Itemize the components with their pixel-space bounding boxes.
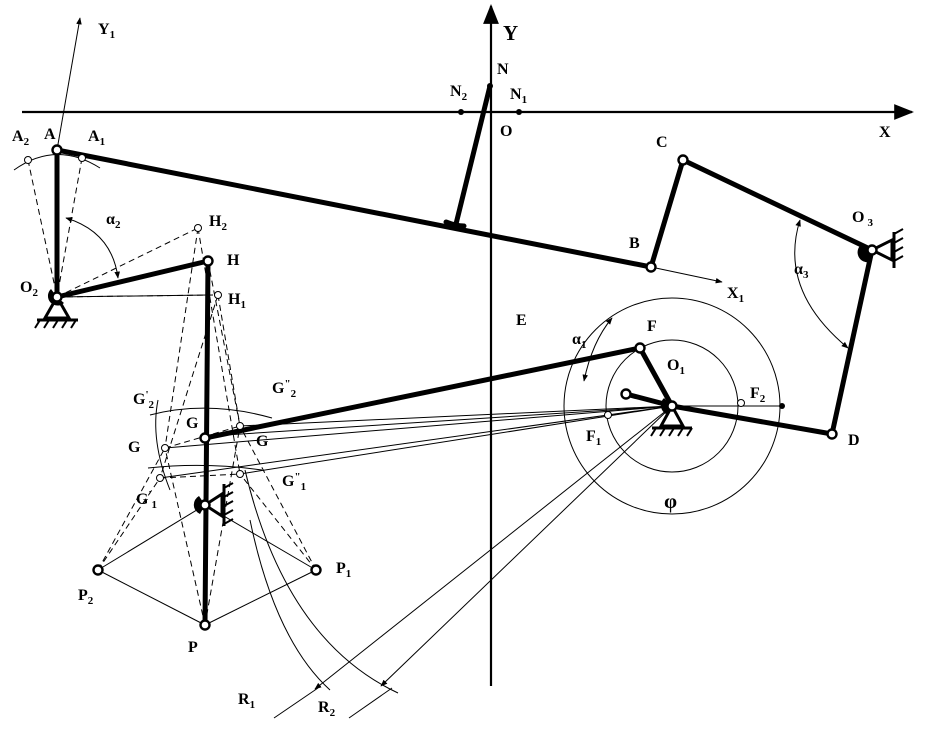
alpha1-arc <box>582 317 613 382</box>
label-g2-prime: G'2 <box>133 389 155 411</box>
label-h1: H1 <box>228 291 246 311</box>
link-c-o3 <box>680 157 875 253</box>
label-r2: R2 <box>318 699 336 719</box>
label-n1: N1 <box>510 86 527 106</box>
joint-b <box>645 261 657 273</box>
link-g-f <box>202 345 643 441</box>
joint-f <box>634 342 646 354</box>
alpha3-arc <box>794 219 849 349</box>
label-d: D <box>848 432 860 449</box>
radius-r1 <box>314 405 673 690</box>
joint-crank-end <box>620 388 632 400</box>
joint-o3 <box>866 244 878 256</box>
alpha2-arc <box>65 217 120 279</box>
label-a2: A2 <box>12 128 30 148</box>
dashed-lines <box>27 157 317 626</box>
label-b: B <box>629 235 640 252</box>
joint-g <box>199 432 211 444</box>
joint-d <box>826 428 838 440</box>
support-o2-icon <box>42 293 72 320</box>
label-o: O <box>500 123 512 140</box>
support-g-icon <box>202 491 224 519</box>
label-r1: R1 <box>238 691 255 711</box>
construction-lines <box>56 294 784 719</box>
label-n: N <box>497 61 509 78</box>
joint-p <box>199 619 211 631</box>
label-y-axis: Y <box>503 21 518 45</box>
link-n-ab <box>453 83 493 227</box>
small-points <box>24 83 785 482</box>
label-o2: O2 <box>20 279 38 299</box>
label-e: E <box>516 312 527 329</box>
label-f1: F1 <box>586 428 601 448</box>
hub-marks <box>47 244 872 514</box>
support-o3-icon <box>868 237 894 263</box>
label-o1: O1 <box>667 357 685 377</box>
label-g1-dprime: G"1 <box>282 471 306 493</box>
joint-h <box>202 255 214 267</box>
mechanism-links <box>54 83 875 628</box>
label-f: F <box>647 318 657 335</box>
joint-g-pivot <box>199 499 211 511</box>
joint-a <box>51 144 63 156</box>
crank-circle-inner <box>605 339 739 473</box>
joints <box>51 144 878 631</box>
label-c: C <box>656 134 668 151</box>
link-d-o3 <box>829 247 875 437</box>
label-alpha1: α1 <box>572 331 586 351</box>
label-p: P <box>188 639 198 656</box>
link-o1-d <box>669 403 835 437</box>
y1-axis <box>56 17 82 151</box>
label-g-right: G <box>256 433 269 450</box>
label-x-axis: X <box>879 124 891 141</box>
label-a1: A1 <box>88 128 105 148</box>
label-phi: φ <box>664 489 677 513</box>
joint-c <box>677 154 689 166</box>
label-g-mid: G <box>186 415 199 432</box>
label-alpha2: α2 <box>106 211 121 231</box>
joint-p1 <box>310 564 322 576</box>
label-y1-axis: Y1 <box>98 21 115 41</box>
label-g-left: G <box>128 439 141 456</box>
label-p2: P2 <box>78 587 94 607</box>
label-x1-axis: X1 <box>727 285 744 305</box>
label-f2: F2 <box>750 385 766 405</box>
x1-axis <box>650 266 723 284</box>
label-g1-prime: G'1 <box>136 489 157 511</box>
link-f-o1 <box>637 345 675 409</box>
support-o1-icon <box>658 402 686 428</box>
arcs <box>13 154 849 694</box>
label-alpha3: α3 <box>794 261 809 281</box>
link-a-b <box>54 147 654 270</box>
link-o2-h <box>54 258 211 300</box>
link-b-c <box>648 157 686 270</box>
joint-p2 <box>92 564 104 576</box>
label-a: A <box>44 126 56 143</box>
ground-supports <box>34 228 904 526</box>
label-g2-dprime: G"2 <box>272 378 297 400</box>
label-n2: N2 <box>450 83 468 103</box>
joint-o1 <box>666 400 678 412</box>
label-h2: H2 <box>209 213 227 233</box>
radius-r2 <box>380 405 673 687</box>
label-h: H <box>227 252 240 269</box>
joint-o2 <box>51 291 63 303</box>
label-p1: P1 <box>336 560 351 580</box>
